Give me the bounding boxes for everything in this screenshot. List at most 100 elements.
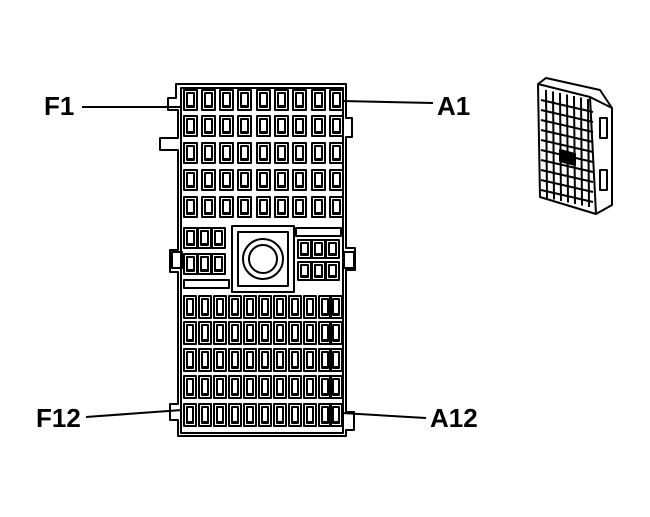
terminal-cavity (288, 321, 302, 345)
iso-rib-vertical (573, 95, 576, 205)
cavity-latch (203, 421, 207, 424)
cavity-frame (311, 196, 326, 218)
cavity-latch (316, 212, 321, 215)
cavity-latch (261, 212, 266, 215)
cavity-latch (316, 185, 321, 188)
cavity-inner (276, 378, 284, 396)
cavity-frame (292, 89, 307, 111)
cavity-frame (237, 196, 252, 218)
cavity-inner (321, 351, 329, 369)
cavity-inner (186, 298, 194, 316)
cavity-latch (323, 339, 327, 342)
terminal-cavity (228, 321, 242, 345)
terminal-cavity (237, 115, 252, 137)
terminal-cavity (329, 295, 343, 319)
cavity-inner (295, 92, 304, 108)
cavity-frame (201, 169, 216, 191)
cavity-inner (291, 298, 299, 316)
cavity-inner (201, 406, 209, 424)
cavity-frame (303, 375, 317, 399)
cavity-frame (273, 295, 287, 319)
cavity-inner (306, 406, 314, 424)
cavity-latch (224, 158, 229, 161)
cavity-frame (228, 321, 242, 345)
cavity-inner (204, 118, 213, 134)
cavity-frame (303, 295, 317, 319)
cavity-inner (216, 298, 224, 316)
cavity-latch (218, 339, 222, 342)
iso-top-edge (537, 77, 613, 109)
cavity-inner (240, 118, 249, 134)
terminal-cavity (183, 142, 198, 164)
cavity-frame (243, 375, 257, 399)
cavity-frame (325, 261, 340, 281)
cavity-latch (316, 253, 321, 256)
terminal-cavity (213, 295, 227, 319)
cavity-inner (321, 378, 329, 396)
center-stud-inner (248, 244, 278, 274)
cavity-frame (256, 142, 271, 164)
cavity-frame (274, 196, 289, 218)
cavity-frame (273, 348, 287, 372)
terminal-cavity (325, 239, 340, 259)
cavity-latch (203, 366, 207, 369)
cavity-frame (311, 142, 326, 164)
leader-a1 (341, 100, 434, 104)
terminal-cavity (183, 227, 198, 249)
iso-rib-horizontal (540, 119, 594, 133)
terminal-cavity (237, 142, 252, 164)
terminal-cavity (198, 348, 212, 372)
cavity-inner (332, 406, 340, 424)
cavity-frame (228, 348, 242, 372)
terminal-cavity (237, 169, 252, 191)
iso-rib-vertical (566, 94, 569, 203)
iso-rib-vertical (559, 92, 562, 202)
terminal-cavity (329, 169, 344, 191)
cavity-latch (334, 158, 339, 161)
iso-front-edge (589, 96, 597, 215)
terminal-cavity (273, 375, 287, 399)
cavity-inner (261, 351, 269, 369)
cavity-frame (258, 295, 272, 319)
terminal-cavity (256, 89, 271, 111)
cavity-latch (224, 131, 229, 134)
cavity-latch (334, 393, 338, 396)
cavity-latch (216, 243, 221, 246)
cavity-inner (186, 92, 195, 108)
cavity-latch (308, 366, 312, 369)
cavity-latch (206, 158, 211, 161)
terminal-cavity (183, 295, 197, 319)
terminal-cavity (213, 403, 227, 427)
terminal-cavity (198, 375, 212, 399)
terminal-cavity (256, 169, 271, 191)
cavity-inner (295, 199, 304, 215)
cavity-inner (222, 92, 231, 108)
cavity-latch (279, 185, 284, 188)
cavity-inner (259, 199, 268, 215)
cavity-latch (218, 421, 222, 424)
cavity-latch (278, 313, 282, 316)
cavity-inner (222, 118, 231, 134)
terminal-cavity (228, 348, 242, 372)
iso-rib-horizontal (540, 109, 594, 123)
cavity-latch (261, 105, 266, 108)
cavity-latch (188, 212, 193, 215)
pin-label-f12: F12 (36, 403, 81, 433)
cavity-inner (295, 145, 304, 161)
cavity-inner (276, 406, 284, 424)
cavity-latch (203, 339, 207, 342)
cavity-inner (277, 172, 286, 188)
cavity-frame (198, 321, 212, 345)
cavity-frame (213, 375, 227, 399)
terminal-cavity (274, 89, 289, 111)
iso-rib-vertical (545, 89, 548, 199)
cavity-frame (274, 115, 289, 137)
cavity-latch (233, 366, 237, 369)
terminal-cavity (292, 169, 307, 191)
cavity-frame (273, 375, 287, 399)
terminal-cavity (201, 169, 216, 191)
cavity-inner (306, 378, 314, 396)
leader-lines (82, 100, 434, 419)
terminal-cavity (258, 403, 272, 427)
terminal-cavity (243, 321, 257, 345)
